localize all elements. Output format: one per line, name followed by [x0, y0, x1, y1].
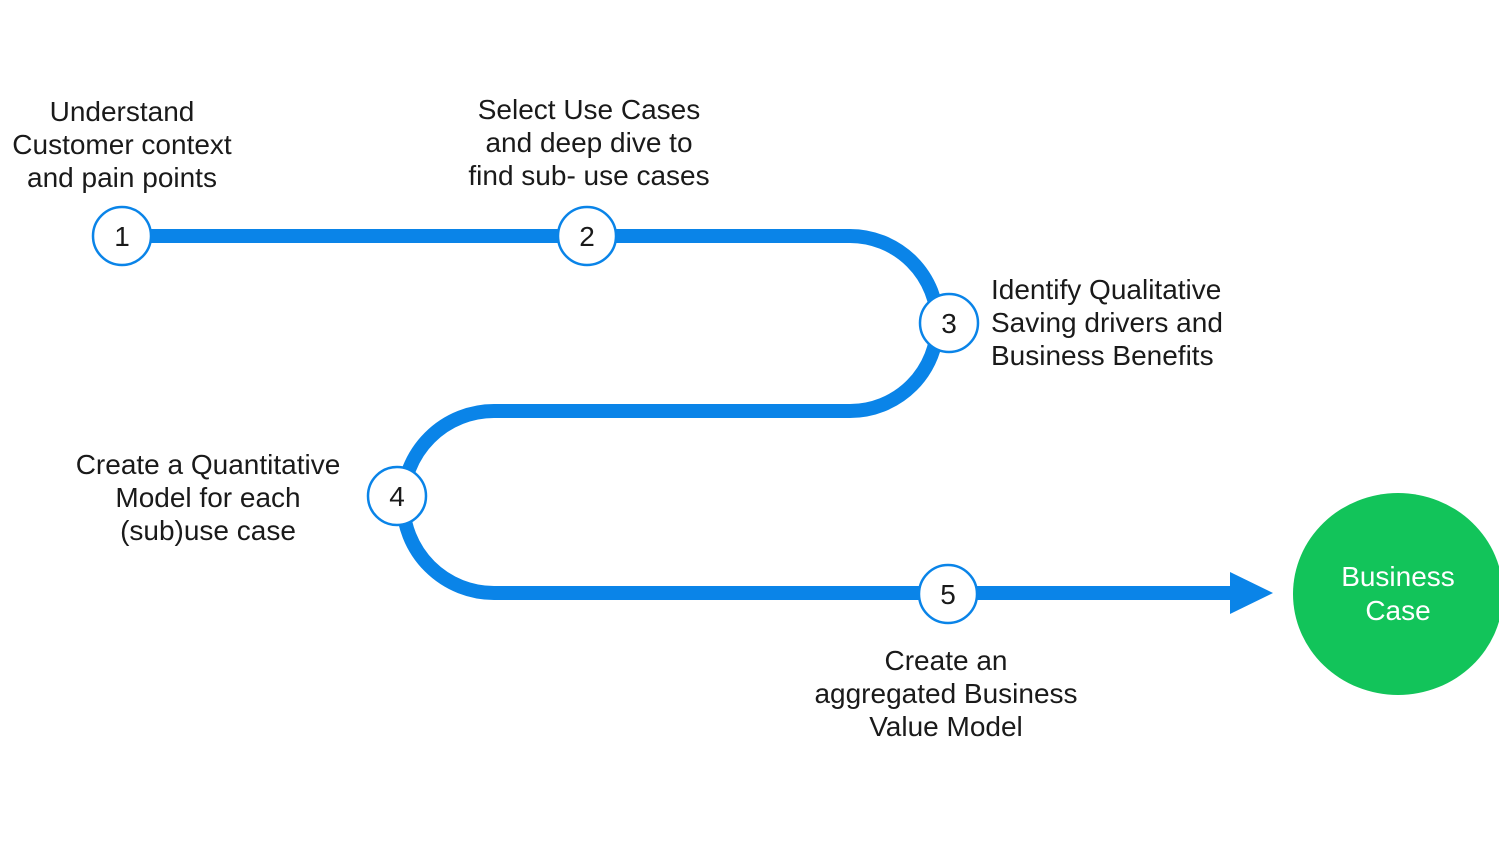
step-node-3: 3 [918, 292, 980, 354]
business-case-label: Business Case [1293, 494, 1499, 694]
step-1-label: Understand Customer context and pain poi… [0, 95, 244, 194]
step-3-label: Identify Qualitative Saving drivers and … [991, 273, 1291, 372]
label-line: find sub- use cases [468, 160, 710, 191]
step-number: 1 [114, 221, 130, 252]
label-line: Customer context [12, 129, 232, 160]
label-line: Create a Quantitative [75, 449, 341, 480]
step-node-2: 2 [556, 205, 618, 267]
step-node-4: 4 [366, 465, 428, 527]
label-line: Value Model [869, 711, 1023, 742]
label-line: Create an [884, 645, 1008, 676]
arrow-head [1230, 572, 1273, 614]
label-line: Select Use Cases [477, 94, 701, 125]
step-number: 4 [389, 481, 405, 512]
goal-label-line: Case [1365, 595, 1431, 626]
step-number: 5 [940, 579, 956, 610]
step-5-label: Create an aggregated Business Value Mode… [796, 644, 1096, 743]
step-2-label: Select Use Cases and deep dive to find s… [449, 93, 729, 192]
label-line: and pain points [27, 162, 217, 193]
label-line: (sub)use case [120, 515, 296, 546]
process-path [122, 229, 1236, 600]
goal-label-line: Business [1341, 561, 1455, 592]
label-line: Identify Qualitative [991, 274, 1222, 305]
step-4-label: Create a Quantitative Model for each (su… [58, 448, 358, 547]
label-line: and deep dive to [485, 127, 693, 158]
label-line: aggregated Business [814, 678, 1078, 709]
step-node-1: 1 [91, 205, 153, 267]
label-line: Understand [49, 96, 195, 127]
step-number: 3 [941, 308, 957, 339]
label-line: Saving drivers and [991, 307, 1223, 338]
business-case-circle [1293, 493, 1499, 695]
step-node-5: 5 [917, 563, 979, 625]
step-number: 2 [579, 221, 595, 252]
label-line: Model for each [115, 482, 301, 513]
label-line: Business Benefits [991, 340, 1214, 371]
